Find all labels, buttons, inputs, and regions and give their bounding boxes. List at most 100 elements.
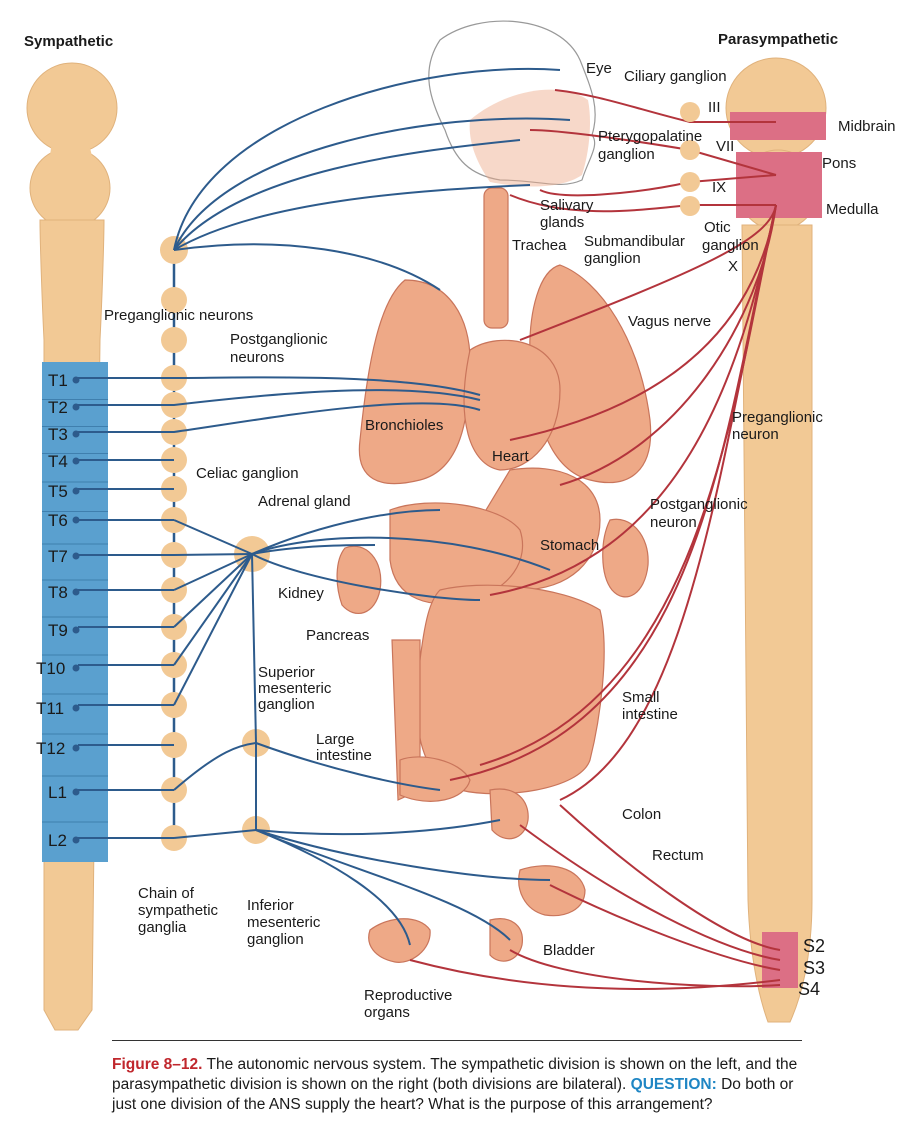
vertebra-root-dot [72, 664, 80, 672]
parasympathetic-fibers [409, 89, 781, 990]
question-label: QUESTION: [630, 1076, 717, 1093]
s4-label: S4 [798, 979, 820, 999]
vertebra-root-dot [72, 403, 80, 411]
small-intestine-label-line2: intestine [622, 706, 678, 723]
vertebra-root-dot [72, 457, 80, 465]
otic-label-line1: Otic [704, 219, 731, 236]
sympathetic-heading: Sympathetic [24, 33, 113, 50]
salivary-label-line2: glands [540, 214, 584, 231]
ciliary-ganglion-label: Ciliary ganglion [624, 68, 727, 85]
reproductive-organs-label-line1: Reproductive [364, 987, 452, 1004]
postganglionic-neurons-label-line1: Postganglionic [230, 331, 328, 348]
question-text: Do both or just one division of the ANS … [112, 1076, 794, 1113]
bladder-shape [518, 865, 586, 917]
preganglionic-neuron-label-line2: neuron [732, 426, 779, 443]
vertebra-label-t11: T11 [36, 699, 64, 718]
vertebra-label-t2: T2 [48, 398, 68, 417]
rectum-shape [489, 788, 529, 840]
organs [336, 187, 652, 963]
cranial-nerve-iii-label: III [708, 99, 721, 116]
s2-label: S2 [803, 936, 825, 956]
vertebra-root-dot [72, 626, 80, 634]
pons-label: Pons [822, 155, 856, 172]
vertebra-root-dot [72, 788, 80, 796]
vertebra-label-l2: L2 [48, 831, 67, 850]
inferior-mesenteric-label-line1: Inferior [247, 897, 294, 914]
vertebra-label-t7: T7 [48, 547, 68, 566]
vertebra-root-dot [72, 516, 80, 524]
liver-shape [389, 502, 524, 605]
heart-label: Heart [492, 448, 530, 465]
bronchioles-label: Bronchioles [365, 417, 443, 434]
left-lung-shape [358, 279, 471, 485]
bladder-label: Bladder [543, 942, 595, 959]
medulla-label: Medulla [826, 201, 879, 218]
sympathetic-spinal-cord [26, 62, 118, 1031]
inferior-mesenteric-label-line2: mesenteric [247, 914, 321, 931]
reproductive-organs-label-line2: organs [364, 1004, 410, 1021]
superior-mesenteric-label-line2: mesenteric [258, 680, 332, 697]
chain-label-line3: ganglia [138, 919, 187, 936]
vagus-nerve-label: Vagus nerve [628, 313, 711, 330]
preganglionic-neurons-label: Preganglionic neurons [104, 307, 253, 324]
figure-caption: Figure 8–12. The autonomic nervous syste… [112, 1040, 802, 1115]
vertebra-label-t9: T9 [48, 621, 68, 640]
parasympathetic-heading: Parasympathetic [718, 31, 838, 48]
vertebra-label-t5: T5 [48, 482, 68, 501]
preganglionic-neuron-label-line1: Preganglionic [732, 409, 823, 426]
chain-label-line1: Chain of [138, 885, 195, 902]
pancreas-label: Pancreas [306, 627, 369, 644]
uterus-shape [368, 918, 431, 963]
postganglionic-neuron-label-line1: Postganglionic [650, 496, 748, 513]
otic-label-line2: ganglion [702, 237, 759, 254]
caption-text: The autonomic nervous system. The sympat… [112, 1056, 798, 1093]
vertebra-root-dot [72, 744, 80, 752]
vertebra-root-dot [72, 487, 80, 495]
spleen-shape [602, 518, 649, 598]
trachea-label: Trachea [512, 237, 567, 254]
postganglionic-neuron-label-line2: neuron [650, 514, 697, 531]
vertebra-root-dot [72, 430, 80, 438]
kidney-label: Kidney [278, 585, 324, 602]
vertebra-label-t3: T3 [48, 425, 68, 444]
midbrain-label: Midbrain [838, 118, 896, 135]
heart-shape [463, 339, 561, 471]
chain-label-line2: sympathetic [138, 902, 219, 919]
eye-label: Eye [586, 60, 612, 77]
vertebra-label-l1: L1 [48, 783, 67, 802]
sympathetic-fibers [78, 67, 571, 946]
kidney-shape [336, 545, 382, 614]
salivary-label-line1: Salivary [540, 197, 594, 214]
colon-label: Colon [622, 806, 661, 823]
vertebra-label-t12: T12 [36, 739, 65, 758]
vertebra-label-t8: T8 [48, 583, 68, 602]
pterygopalatine-label-line2: ganglion [598, 146, 655, 163]
cranial-nerve-vii-label: VII [716, 138, 734, 155]
vertebra-root-dot [72, 836, 80, 844]
celiac-ganglion-label: Celiac ganglion [196, 465, 299, 482]
large-intestine-label-line1: Large [316, 731, 354, 748]
vertebra-root-dot [72, 588, 80, 596]
vertebra-label-t6: T6 [48, 511, 68, 530]
figure-number: Figure 8–12. [112, 1056, 203, 1073]
head-outline [428, 20, 596, 187]
s3-label: S3 [803, 958, 825, 978]
parasympathetic-ganglia [680, 102, 700, 216]
adrenal-gland-label: Adrenal gland [258, 493, 351, 510]
cranial-nerve-x-label: X [728, 258, 738, 275]
vertebra-label-t1: T1 [48, 371, 68, 390]
cranial-nerve-ix-label: IX [712, 179, 726, 196]
postganglionic-neurons-label-line2: neurons [230, 349, 284, 366]
vertebra-root-dot [72, 552, 80, 560]
large-intestine-label-line2: intestine [316, 747, 372, 764]
vertebra-label-t10: T10 [36, 659, 65, 678]
pterygopalatine-label-line1: Pterygopalatine [598, 128, 702, 145]
rectum-label: Rectum [652, 847, 704, 864]
superior-mesenteric-label-line1: Superior [258, 664, 315, 681]
vertebra-root-dot [72, 376, 80, 384]
stomach-label: Stomach [540, 537, 599, 554]
vertebra-root-dot [72, 704, 80, 712]
small-intestine-label-line1: Small [622, 689, 660, 706]
